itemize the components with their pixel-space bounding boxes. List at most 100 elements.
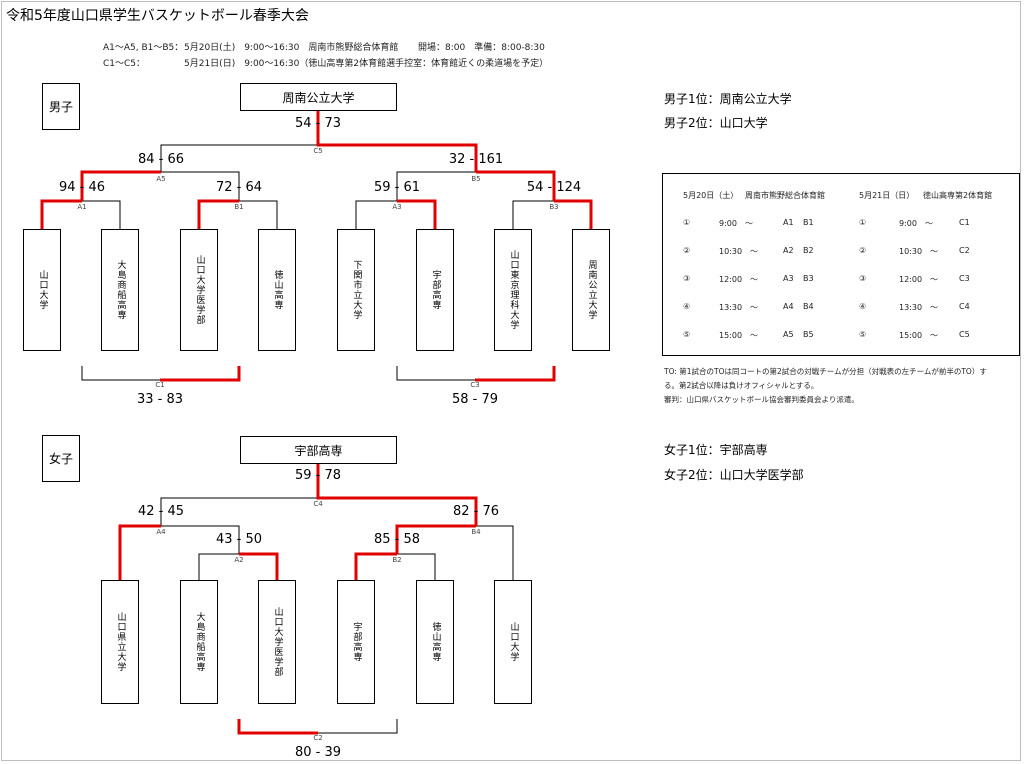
team-name: 周南公立大学 [586, 260, 597, 320]
win-a2 [239, 552, 279, 580]
schedule-cell-time2: 9:00 ～ [899, 219, 933, 228]
score-a4: 42 - 45 [137, 504, 185, 519]
win-a5 [80, 170, 161, 201]
team-name: 山口大学医学部 [272, 607, 283, 677]
label-b4: B4 [471, 528, 481, 536]
schedule-cell-b: B5 [803, 330, 814, 339]
schedule-cell-time2: 13:30 ～ [899, 303, 939, 312]
schedule-cell-no2: ④ [859, 302, 867, 311]
schedule-cell-b: B3 [803, 274, 814, 283]
line-c1 [81, 366, 240, 381]
info-rounds-1: A1～A5, B1～B5： [103, 43, 184, 53]
schedule-right-venue: 徳山高専第2体育館 [923, 191, 993, 200]
schedule-cell-time2: 12:00 ～ [899, 275, 939, 284]
schedule-cell-a: A3 [783, 274, 794, 283]
score-a2: 43 - 50 [215, 532, 263, 547]
team-name: 山口東京理科大学 [508, 250, 519, 330]
team-box: 山口大学 [494, 580, 532, 704]
schedule-cell-a: A5 [783, 330, 794, 339]
win-b1 [197, 199, 239, 229]
score-c1: 33 - 83 [136, 392, 184, 407]
label-c5: C5 [313, 147, 323, 155]
schedule-cell-c: C4 [959, 302, 970, 311]
schedule-cell-time2: 10:30 ～ [899, 247, 939, 256]
schedule-cell-c: C1 [959, 218, 970, 227]
men-second-place: 男子2位：山口大学 [664, 116, 768, 130]
team-box: 山口東京理科大学 [494, 229, 532, 351]
team-name: 山口大学 [508, 622, 519, 662]
schedule-cell-b: B2 [803, 246, 814, 255]
schedule-cell-no: ③ [683, 274, 691, 283]
team-box: 大島商船高専 [180, 580, 218, 704]
schedule-cell-no2: ③ [859, 274, 867, 283]
team-box: 徳山高専 [416, 580, 454, 704]
men-champion-box: 周南公立大学 [240, 83, 397, 111]
win-c5 [316, 111, 478, 172]
label-c4: C4 [313, 500, 323, 508]
label-c3: C3 [470, 381, 480, 389]
win-c2 [237, 719, 318, 735]
women-section-label: 女子 [42, 435, 80, 482]
schedule-cell-a: A1 [783, 218, 794, 227]
team-name: 徳山高専 [272, 270, 283, 310]
team-name: 大島商船高専 [115, 260, 126, 320]
team-box: 宇部高専 [337, 580, 375, 704]
info-date-2: 5月21日(日) 9:00～16:30（徳山高専第2体育館選手控室：体育館近くの… [184, 59, 549, 69]
team-name: 宇部高専 [430, 270, 441, 310]
team-name: 山口県立大学 [115, 612, 126, 672]
team-box: 徳山高専 [258, 229, 296, 351]
schedule-cell-no: ② [683, 246, 691, 255]
women-first-place: 女子1位：宇部高専 [664, 443, 768, 457]
schedule-cell-b: B4 [803, 302, 814, 311]
win-a3 [397, 199, 437, 229]
score-c4: 59 - 78 [294, 468, 342, 483]
schedule-cell-c: C5 [959, 330, 970, 339]
note-line-3: 審判：山口県バスケットボール協会審判委員会より派遣。 [664, 395, 859, 404]
team-name: 山口大学 [37, 270, 48, 310]
win-b4 [395, 524, 476, 554]
score-b5: 32 - 161 [448, 152, 504, 167]
win-c4 [316, 464, 478, 526]
win-c1 [160, 366, 241, 382]
score-a1: 94 - 46 [58, 180, 106, 195]
line-c2 [238, 719, 398, 734]
schedule-cell-no: ④ [683, 302, 691, 311]
men-first-place: 男子1位：周南公立大学 [664, 92, 792, 106]
team-box: 山口県立大学 [101, 580, 139, 704]
label-c1: C1 [155, 381, 165, 389]
schedule-right-date: 5月21日（日） [859, 191, 915, 200]
team-name: 大島商船高専 [194, 612, 205, 672]
team-name: 徳山高専 [430, 622, 441, 662]
score-b3: 54 - 124 [526, 180, 582, 195]
schedule-cell-c: C3 [959, 274, 970, 283]
win-b3 [554, 199, 593, 229]
women-second-place: 女子2位：山口大学医学部 [664, 468, 804, 482]
info-rounds-2: C1～C5： [103, 59, 146, 69]
schedule-row: ③ 12:00 ～ A3 B3 ③ 12:00 ～ C3 [663, 274, 1019, 286]
team-box: 大島商船高専 [101, 229, 139, 351]
win-b2 [354, 552, 397, 580]
label-a1: A1 [77, 203, 87, 211]
schedule-cell-time: 12:00 ～ [719, 275, 759, 284]
score-b2: 85 - 58 [373, 532, 421, 547]
label-b5: B5 [471, 175, 481, 183]
team-box: 山口大学医学部 [258, 580, 296, 704]
schedule-left-venue: 周南市熊野総合体育館 [745, 191, 825, 200]
schedule-cell-no2: ① [859, 218, 867, 227]
label-a3: A3 [392, 203, 402, 211]
score-c5: 54 - 73 [294, 116, 342, 131]
team-box: 周南公立大学 [572, 229, 610, 351]
team-name: 山口大学医学部 [194, 255, 205, 325]
label-a2: A2 [234, 556, 244, 564]
win-a4 [118, 524, 161, 580]
schedule-cell-no: ① [683, 218, 691, 227]
schedule-cell-b: B1 [803, 218, 814, 227]
line-c3 [396, 366, 555, 381]
team-name: 下関市立大学 [351, 260, 362, 320]
score-a3: 59 - 61 [373, 180, 421, 195]
label-b2: B2 [392, 556, 402, 564]
